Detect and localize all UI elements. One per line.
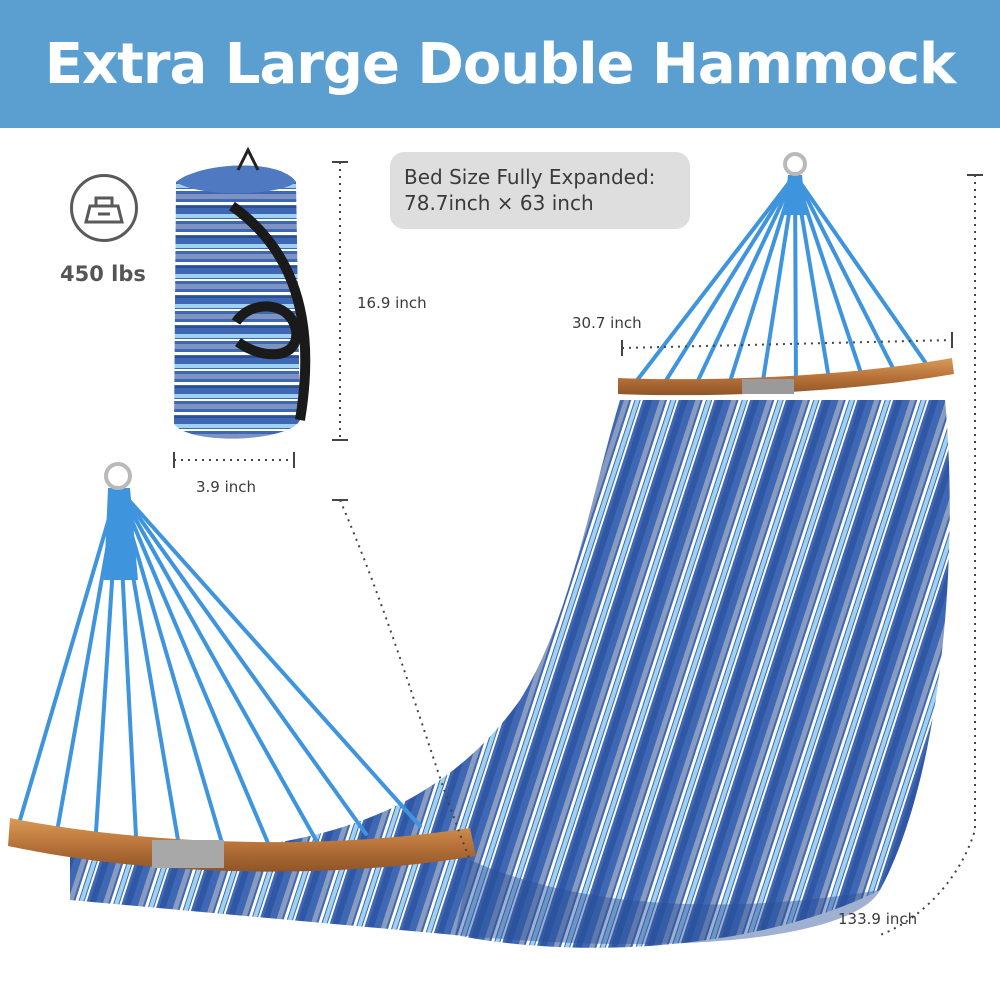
- weight-capacity-label: 450 lbs: [60, 262, 146, 286]
- right-rope-knot: [784, 175, 806, 215]
- total-length-label: 133.9 inch: [838, 910, 918, 928]
- bed-size-heading: Bed Size Fully Expanded:: [404, 165, 656, 189]
- right-hanging-ring: [783, 152, 807, 176]
- left-spreader-bar: [8, 818, 476, 872]
- page-title: Extra Large Double Hammock: [44, 31, 957, 97]
- left-ropes: [18, 486, 422, 845]
- bed-size-value: 78.7inch × 63 inch: [404, 191, 594, 215]
- title-banner: Extra Large Double Hammock: [0, 0, 1000, 128]
- left-rope-knot: [104, 488, 138, 580]
- right-spreader-bar: [618, 358, 954, 396]
- bag-height-label: 16.9 inch: [357, 294, 427, 312]
- hammock-fabric: [70, 400, 950, 948]
- bed-size-callout: Bed Size Fully Expanded: 78.7inch × 63 i…: [390, 152, 690, 229]
- left-hanging-ring: [104, 462, 132, 490]
- dimension-lines: [173, 161, 983, 936]
- storage-bag: [174, 146, 311, 439]
- hammock-fabric-shadow: [455, 860, 880, 945]
- bag-width-label: 3.9 inch: [196, 478, 257, 496]
- left-bar-connector: [152, 840, 224, 868]
- weight-capacity-badge: [70, 174, 138, 242]
- right-bar-connector: [742, 379, 794, 394]
- bar-width-label: 30.7 inch: [572, 314, 642, 332]
